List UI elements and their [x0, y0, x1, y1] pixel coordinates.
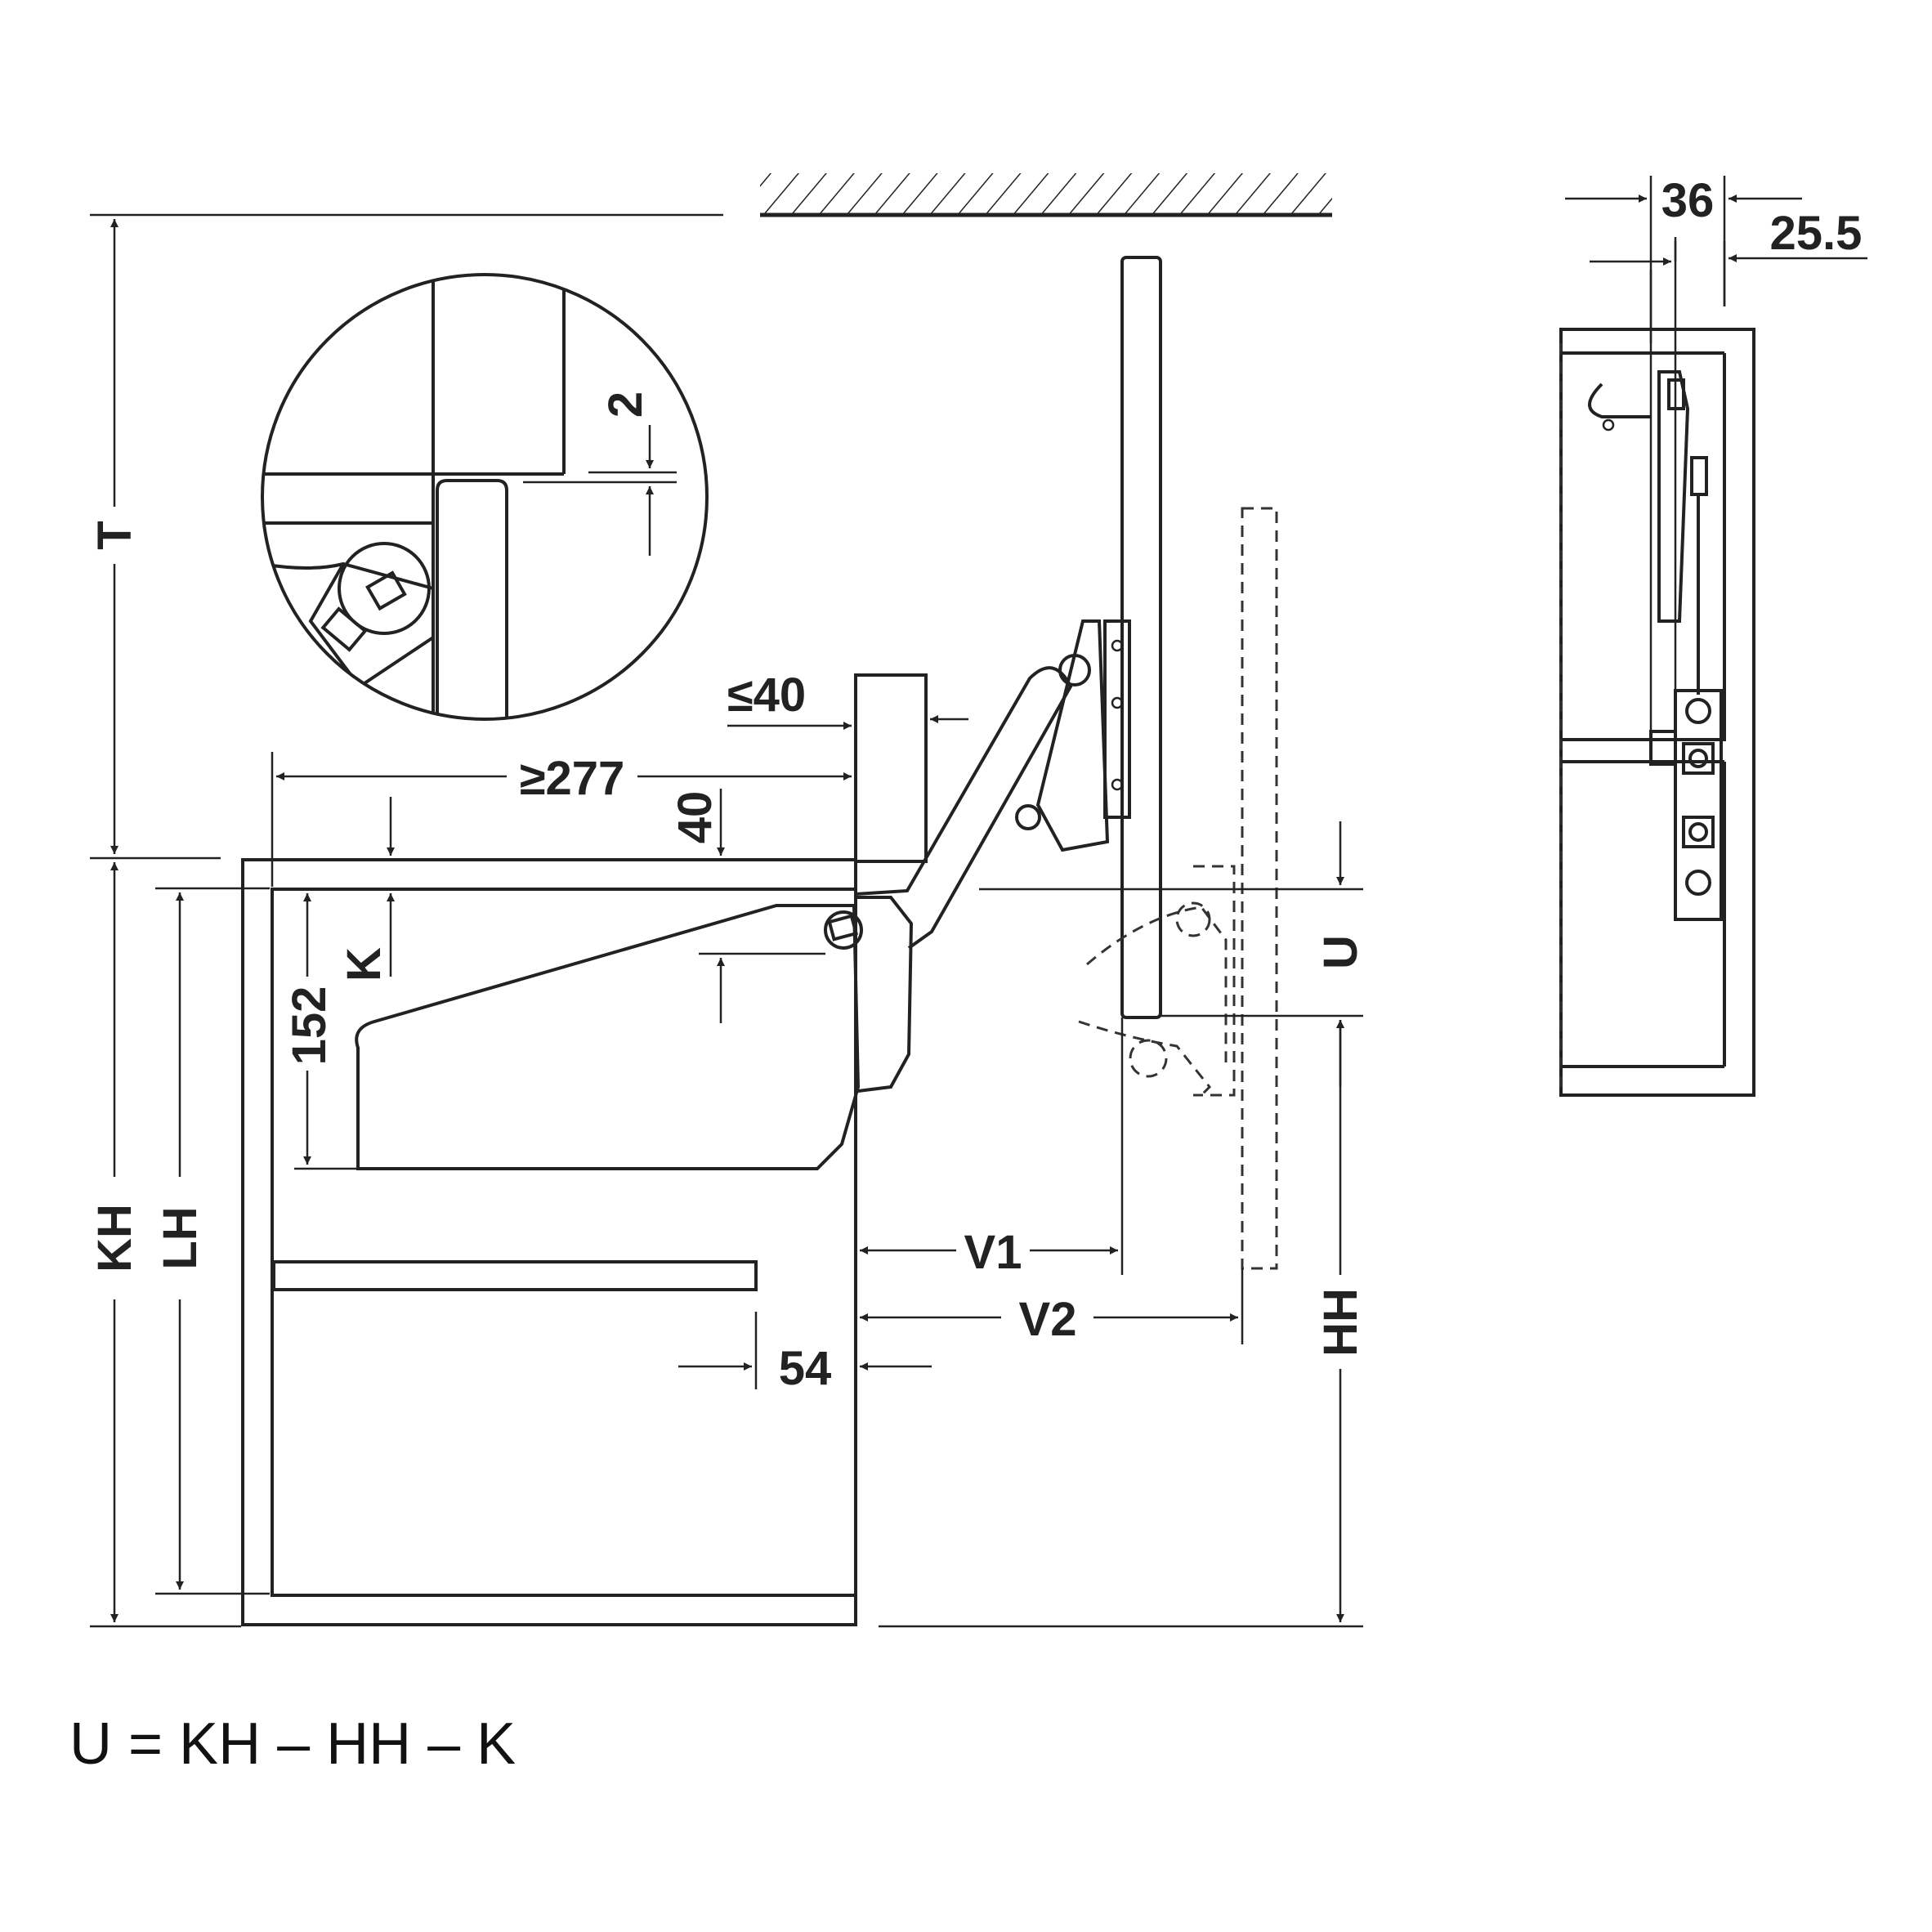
- dimension-54: 54: [678, 1312, 932, 1395]
- side-view: [1559, 237, 1755, 1097]
- label-152: 152: [283, 986, 336, 1066]
- lift-mechanism: [355, 619, 1131, 1170]
- label-25-5: 25.5: [1770, 207, 1863, 260]
- label-t: T: [88, 521, 141, 549]
- dimension-152: 152: [283, 893, 358, 1170]
- label-k: K: [338, 947, 391, 982]
- dimension-u: U: [979, 821, 1367, 1087]
- dimension-40: 40: [669, 789, 825, 1023]
- ceiling-hatch: [760, 173, 1332, 217]
- label-54: 54: [779, 1342, 832, 1395]
- dimension-25-5: 25.5: [1590, 207, 1867, 306]
- dimension-ge277: ≥277: [271, 752, 852, 887]
- dimension-kh: KH: [88, 862, 241, 1628]
- cabinet-body: [241, 673, 1363, 1628]
- label-kh: KH: [88, 1204, 141, 1272]
- label-2: 2: [599, 391, 652, 418]
- label-hh: HH: [1314, 1288, 1367, 1357]
- label-lh: LH: [154, 1206, 207, 1269]
- dimension-k: K: [338, 797, 395, 982]
- dimension-le40: ≤40: [727, 669, 968, 730]
- label-u: U: [1314, 935, 1367, 969]
- label-40: 40: [669, 791, 722, 844]
- flap-door: [1120, 256, 1162, 1019]
- dimension-t: T: [88, 213, 723, 860]
- label-ge277: ≥277: [520, 752, 625, 805]
- formula-text: U = KH – HH – K: [69, 1711, 516, 1777]
- label-36: 36: [1661, 174, 1715, 227]
- label-le40: ≤40: [727, 669, 806, 722]
- dimension-v1: V1: [860, 1017, 1124, 1279]
- detail-circle: 2: [261, 273, 709, 721]
- dimension-hh: HH: [1314, 1020, 1367, 1622]
- dimension-v2: V2: [860, 1268, 1244, 1346]
- dimension-lh: LH: [154, 887, 270, 1595]
- label-v2: V2: [1019, 1293, 1077, 1346]
- label-v1: V1: [964, 1226, 1022, 1279]
